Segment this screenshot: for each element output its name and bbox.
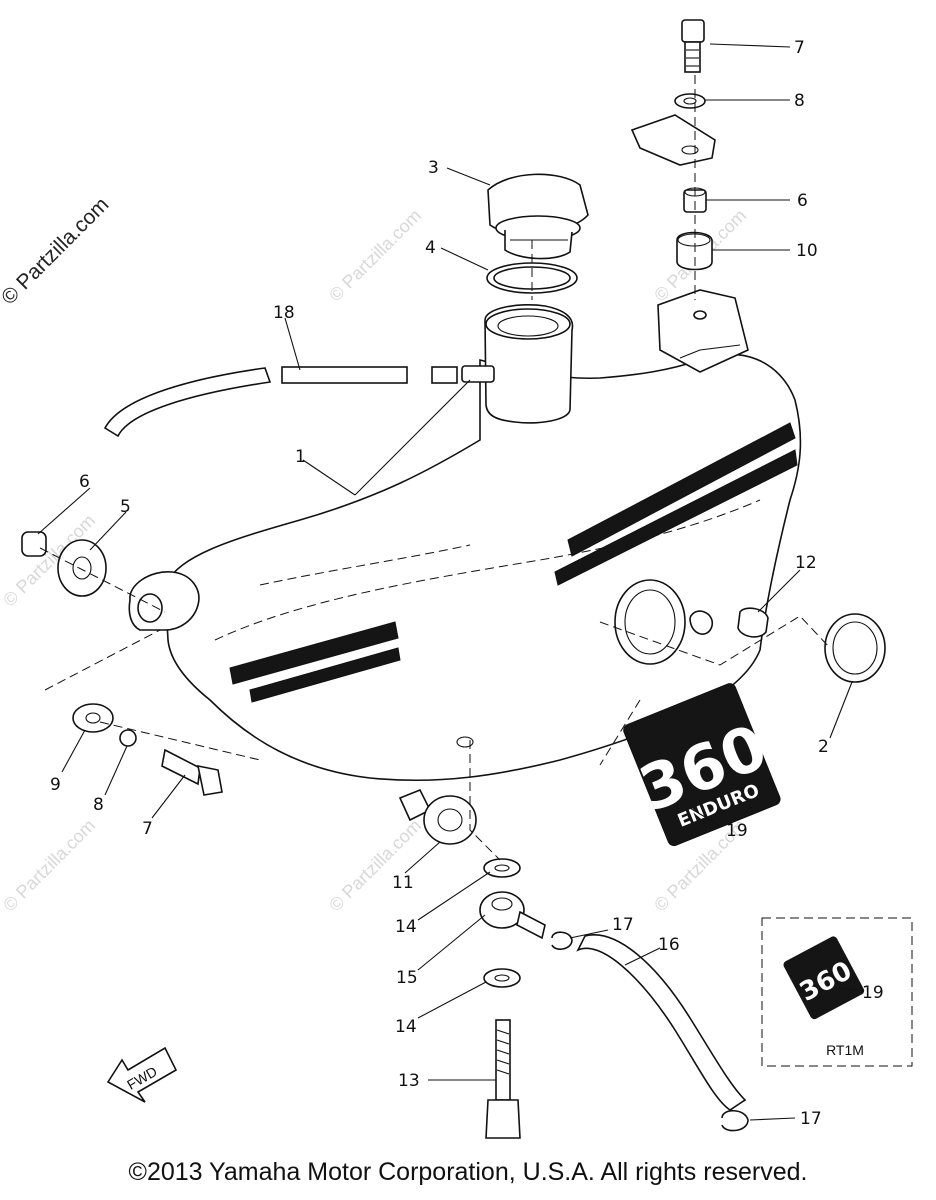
callout-14: 14 [395, 1017, 417, 1037]
callout-7: 7 [794, 38, 805, 58]
fuel-cap [487, 173, 589, 260]
callout-1: 1 [295, 447, 306, 467]
callout-5: 5 [120, 497, 131, 517]
rear-mount-bracket [630, 114, 716, 166]
callout-8: 8 [93, 795, 104, 815]
decal-360-enduro: 360 ENDURO [623, 683, 781, 847]
assembly-lines [39, 75, 831, 861]
fuel-cock-washer-lower [483, 968, 521, 988]
callout-3: 3 [428, 158, 439, 178]
front-bolt [161, 748, 223, 796]
copyright-notice: ©2013 Yamaha Motor Corporation, U.S.A. A… [128, 1158, 808, 1186]
side-collar [737, 607, 769, 638]
callout-6: 6 [79, 472, 90, 492]
fwd-arrow-icon: FWD [106, 1046, 178, 1103]
leader-lines [37, 43, 859, 1121]
front-mount-collar [21, 531, 47, 557]
callout-19: 19 [726, 821, 748, 841]
callout-8: 8 [794, 91, 805, 111]
hose-clip-lower [721, 1109, 749, 1132]
callout-labels: 1 2 3 4 5 6 6 7 7 8 8 9 10 11 12 13 14 1… [50, 38, 884, 1129]
callout-4: 4 [425, 238, 436, 258]
callout-16: 16 [658, 935, 680, 955]
callout-14: 14 [395, 917, 417, 937]
breather-hose [103, 365, 495, 438]
hose-clip-upper [551, 931, 573, 950]
side-damper [824, 613, 886, 683]
callout-17: 17 [612, 915, 634, 935]
callout-13: 13 [398, 1071, 420, 1091]
callout-19: 19 [862, 983, 884, 1003]
fuel-cock-banjo [479, 891, 546, 940]
callout-6: 6 [797, 191, 808, 211]
variant-box: 360 RT1M [761, 917, 913, 1067]
callout-15: 15 [396, 968, 418, 988]
fuel-cock-bolt [485, 1019, 521, 1139]
bottom-damper [423, 795, 477, 845]
callout-18: 18 [273, 303, 295, 323]
callout-11: 11 [392, 873, 414, 893]
callout-9: 9 [50, 775, 61, 795]
front-mount-damper [57, 539, 107, 597]
side-clip [689, 610, 713, 635]
callout-12: 12 [795, 553, 817, 573]
callout-7: 7 [142, 819, 153, 839]
fuel-hose [576, 934, 747, 1111]
callout-17: 17 [800, 1109, 822, 1129]
variant-label: RT1M [826, 1042, 864, 1058]
rear-mount-washer [674, 93, 706, 109]
front-washer [72, 703, 114, 733]
callout-10: 10 [796, 241, 818, 261]
fuel-tank [128, 289, 802, 822]
callout-2: 2 [818, 737, 829, 757]
fuel-cock-washer-upper [483, 858, 521, 878]
rear-mount-bolt [681, 19, 705, 73]
front-lock-washer [119, 729, 137, 747]
